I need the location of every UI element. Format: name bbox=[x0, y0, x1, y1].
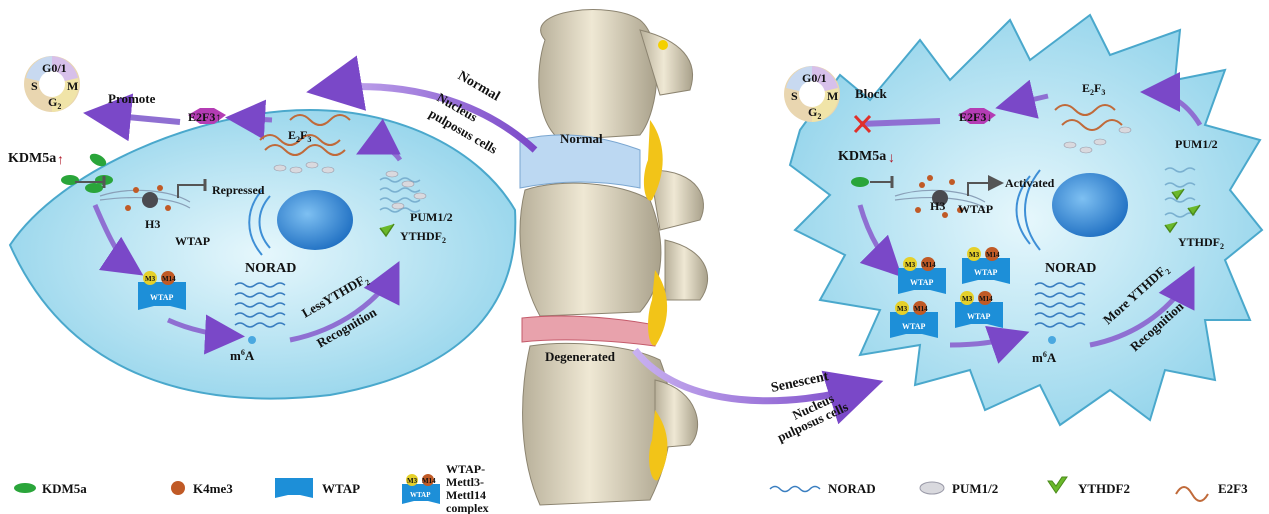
svg-text:M3: M3 bbox=[897, 305, 908, 313]
cycle-m-right: M bbox=[827, 89, 838, 103]
svg-text:M3: M3 bbox=[962, 295, 973, 303]
legend-kdm5a-label: KDM5a bbox=[42, 481, 87, 496]
svg-text:WTAP: WTAP bbox=[410, 491, 431, 499]
svg-text:M14: M14 bbox=[914, 305, 928, 313]
norad-right-label: NORAD bbox=[1045, 261, 1096, 276]
legend-complex-line3: Mettl14 bbox=[446, 488, 486, 502]
spine-degenerated-label: Degenerated bbox=[545, 349, 616, 364]
svg-text:WTAP: WTAP bbox=[150, 293, 174, 302]
legend-norad-label: NORAD bbox=[828, 481, 876, 496]
promote-label: Promote bbox=[108, 91, 156, 106]
cycle-m-left: M bbox=[67, 79, 78, 93]
legend-wtap-label: WTAP bbox=[322, 481, 360, 496]
h3-right-label: H3 bbox=[930, 199, 945, 213]
degenerated-disc bbox=[522, 316, 660, 346]
legend-ythdf2-swatch bbox=[1048, 477, 1067, 493]
legend-ythdf2-label: YTHDF2 bbox=[1078, 481, 1130, 496]
cycle-s-left: S bbox=[31, 79, 38, 93]
legend-e2f3-label: E2F3 bbox=[1218, 481, 1248, 496]
normal-nucleus bbox=[277, 190, 353, 250]
svg-text:M14: M14 bbox=[922, 261, 936, 269]
svg-text:M3: M3 bbox=[145, 275, 156, 283]
svg-text:M14: M14 bbox=[979, 295, 993, 303]
senescent-cell bbox=[790, 15, 1262, 425]
pum-left-label: PUM1/2 bbox=[410, 210, 453, 224]
svg-text:M3: M3 bbox=[969, 251, 980, 259]
repressed-label: Repressed bbox=[212, 183, 265, 197]
promote-arrow bbox=[95, 114, 180, 122]
e2f3-translation-left bbox=[235, 118, 272, 120]
norad-left-label: NORAD bbox=[245, 261, 296, 276]
legend-complex-line2: Mettl3- bbox=[446, 475, 484, 489]
legend-complex-swatch: M3 M14 WTAP bbox=[402, 474, 440, 504]
e2f3-protein-right-label: E2F3↓ bbox=[959, 110, 992, 124]
kdm5a-up-arrow: ↑ bbox=[57, 153, 64, 168]
svg-text:WTAP: WTAP bbox=[910, 278, 934, 287]
wtap-gene-right-label: WTAP bbox=[958, 202, 993, 216]
legend-norad-swatch bbox=[770, 487, 820, 492]
svg-text:M14: M14 bbox=[422, 477, 436, 485]
svg-text:M3: M3 bbox=[905, 261, 916, 269]
block-label: Block bbox=[855, 86, 888, 101]
svg-text:M3: M3 bbox=[407, 477, 418, 485]
wtap-gene-left-label: WTAP bbox=[175, 234, 210, 248]
legend-complex-line1: WTAP- bbox=[446, 462, 485, 476]
ythdf2-right-label: YTHDF2 bbox=[1178, 235, 1224, 251]
block-arrow bbox=[860, 121, 940, 124]
legend-wtap-swatch bbox=[275, 478, 313, 498]
cycle-g01-left: G0/1 bbox=[42, 61, 67, 75]
legend-pum-label: PUM1/2 bbox=[952, 481, 998, 496]
cycle-s-right: S bbox=[791, 89, 798, 103]
svg-text:WTAP: WTAP bbox=[967, 312, 991, 321]
svg-text:WTAP: WTAP bbox=[974, 268, 998, 277]
kdm5a-right-label: KDM5a bbox=[838, 149, 886, 164]
svg-text:M14: M14 bbox=[986, 251, 1000, 259]
e2f3-protein-left-label: E2F3↑ bbox=[188, 110, 221, 124]
pum-right-label: PUM1/2 bbox=[1175, 137, 1218, 151]
legend-pum-swatch bbox=[920, 482, 944, 494]
spine-illustration bbox=[520, 10, 708, 505]
activated-label: Activated bbox=[1005, 176, 1055, 190]
legend-k4me3-swatch bbox=[171, 481, 185, 495]
senescent-arrow-label: Senescent bbox=[770, 369, 830, 396]
senescent-nucleus bbox=[1052, 173, 1128, 237]
legend-k4me3-label: K4me3 bbox=[193, 481, 233, 496]
svg-text:M14: M14 bbox=[162, 275, 176, 283]
kdm5a-left-label: KDM5a bbox=[8, 151, 56, 166]
svg-text:WTAP: WTAP bbox=[902, 322, 926, 331]
normal-cell bbox=[10, 110, 515, 399]
cycle-g01-right: G0/1 bbox=[802, 71, 827, 85]
spine-normal-label: Normal bbox=[560, 131, 603, 146]
normal-arrow-label: Normal bbox=[455, 68, 502, 104]
legend-complex-line4: complex bbox=[446, 501, 489, 514]
legend-e2f3-swatch bbox=[1176, 487, 1208, 501]
h3-left-label: H3 bbox=[145, 217, 160, 231]
kdm5a-down-arrow: ↓ bbox=[888, 151, 895, 166]
ythdf2-left-label: YTHDF2 bbox=[400, 229, 446, 245]
legend-kdm5a-swatch bbox=[14, 483, 36, 493]
